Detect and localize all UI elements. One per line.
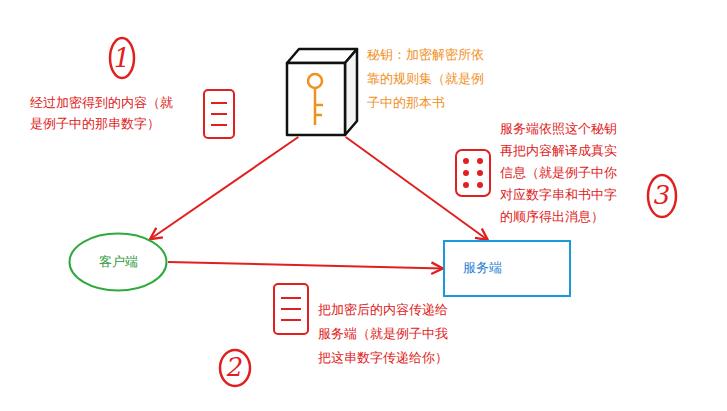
callout-number: 3 (648, 180, 676, 210)
callout-circle (220, 350, 250, 386)
rect-outline (443, 240, 571, 297)
arrow-connector (346, 137, 488, 240)
server-box: 服务端 (443, 240, 571, 297)
callout-circle (648, 175, 676, 217)
decode-icon (456, 150, 490, 196)
callout-number: 2 (221, 352, 249, 382)
key-box: 秘钥：加密解密所依靠的规则集（就是例子中的那本书 (285, 45, 359, 137)
note-text: 服务端依照这个秘钥再把内容解译成真实信息（就是例子中你对应数字串和书中字的顺序得… (500, 118, 626, 228)
note-text: 经过加密得到的内容（就是例子中的那串数字） (30, 92, 180, 134)
callout-number: 1 (110, 43, 134, 73)
arrow-connector (150, 137, 298, 239)
document-icon (204, 90, 234, 138)
key-description: 秘钥：加密解密所依靠的规则集（就是例子中的那本书 (367, 43, 489, 115)
node-label: 服务端 (443, 240, 571, 280)
node-label: 客户端 (68, 232, 168, 292)
client-ellipse: 客户端 (68, 232, 168, 292)
note-text: 把加密后的内容传递给服务端（就是例子中我把这串数字传递给你） (318, 298, 458, 370)
key-symbol (308, 74, 323, 125)
cube-outline (285, 45, 359, 137)
document-icon (274, 284, 308, 334)
callout-circle (110, 38, 134, 78)
arrow-connector (168, 262, 443, 269)
